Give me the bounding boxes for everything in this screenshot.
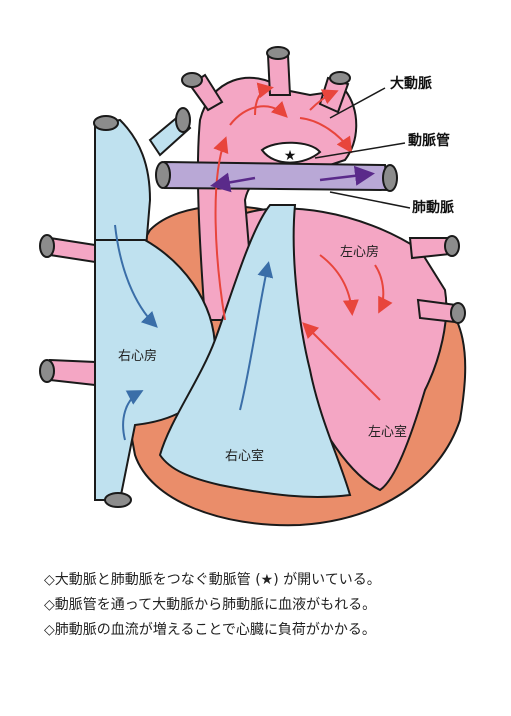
oxygenated-flow-arrows — [213, 82, 393, 401]
explanation-notes: ◇大動脈と肺動脈をつなぐ動脈管 (★) が開いている。 ◇動脈管を通って大動脈か… — [44, 568, 484, 643]
note-item: ◇大動脈と肺動脈をつなぐ動脈管 (★) が開いている。 — [44, 572, 381, 588]
pulmonary-flow-arrows — [210, 165, 375, 193]
note-item: ◇動脈管を通って大動脈から肺動脈に血液がもれる。 — [44, 597, 377, 613]
label-right-ventricle: 右心室 — [225, 448, 264, 464]
label-leader-lines — [314, 87, 411, 209]
right-ventricle — [158, 204, 352, 498]
label-left-atrium: 左心房 — [340, 244, 379, 260]
vena-cava-end-right — [175, 107, 191, 133]
label-aorta: 大動脈 — [390, 75, 432, 92]
label-pulmonary-artery: 肺動脈 — [412, 199, 454, 216]
ductus-star: ★ — [284, 148, 297, 164]
pulmonary-artery-end-left — [155, 161, 171, 189]
pulmonary-artery-end-right — [382, 164, 398, 192]
inferior-vena-cava-end — [104, 492, 132, 508]
superior-vena-cava — [94, 118, 152, 261]
label-left-ventricle: 左心室 — [368, 424, 407, 440]
pulmonary-veins — [408, 235, 466, 324]
deoxygenated-flow-arrows — [114, 224, 274, 441]
ductus-arteriosus — [260, 141, 322, 164]
vena-cava-end-top — [93, 115, 119, 131]
heart-diagram: ★ 大動脈 動脈管 肺動脈 左心房 右心房 右心室 左心室 — [39, 46, 467, 527]
label-ductus: 動脈管 — [408, 132, 450, 149]
note-item: ◇肺動脈の血流が増えることで心臓に負荷がかかる。 — [44, 622, 376, 638]
label-right-atrium: 右心房 — [118, 348, 157, 364]
